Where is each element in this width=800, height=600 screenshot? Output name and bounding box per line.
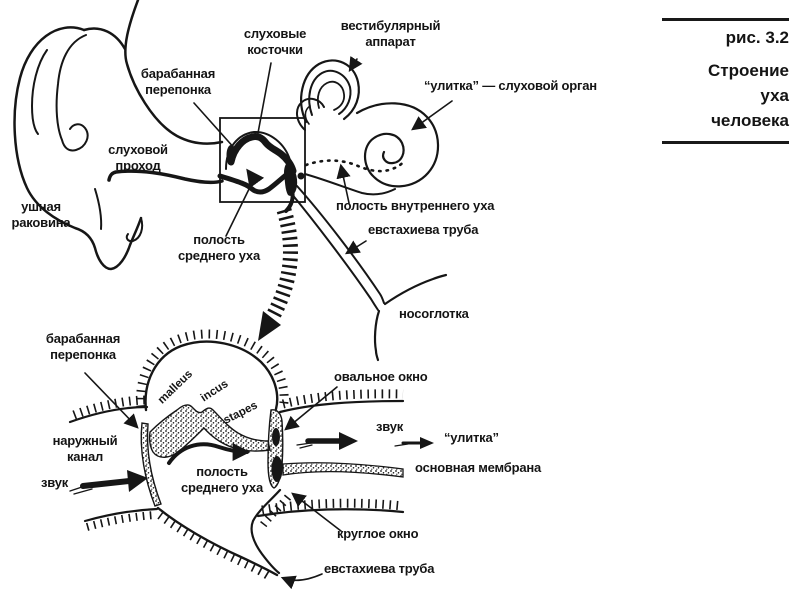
pointer-eardrum-detail	[84, 372, 139, 429]
middle-ear-zoom-box	[219, 117, 306, 203]
label-ossicles: слуховые косточки	[243, 26, 307, 57]
detail-diagram	[68, 329, 434, 590]
caption-rule-bottom	[662, 141, 789, 144]
pointer-oval-window	[284, 386, 338, 431]
pointer-ossicles	[257, 62, 272, 134]
eustachian-tube-upper	[296, 185, 385, 304]
pointer-cochlea	[411, 100, 453, 131]
label-ear-canal: слуховой проход	[108, 142, 168, 173]
sound-arrow-left-shaft	[80, 478, 132, 489]
label-eardrum: барабанная перепонка	[140, 66, 216, 97]
label-eardrum-detail: барабанная перепонка	[45, 331, 121, 362]
pointer-eustachian-detail	[280, 573, 323, 590]
label-outer-canal: наружный канал	[52, 433, 118, 464]
sound-arrow-mid-speedline-2	[299, 444, 313, 449]
vestibule-loop-inner	[304, 105, 311, 125]
ossicle-motion-arrow	[167, 442, 251, 465]
label-middle-ear-cavity: полость среднего уха	[178, 232, 260, 263]
inner-ear-floor-line	[304, 173, 396, 196]
attic-dome-hatch	[136, 329, 289, 409]
label-inner-ear-cavity: полость внутреннего уха	[336, 198, 495, 213]
pinna-outline	[13, 26, 143, 271]
sound-arrow-left-speedline-2	[73, 488, 93, 495]
label-cochlea: “улитка” — слуховой орган	[424, 78, 597, 93]
pointer-vestibular	[348, 56, 363, 73]
pinna-inner-fold-2	[30, 49, 48, 135]
semicircular-canal-inner	[316, 80, 346, 111]
middle-ear-floor-curve	[217, 168, 294, 195]
cavity-floor	[156, 506, 279, 577]
figure-title: Строение уха человека	[708, 61, 789, 130]
bone-ridge-upper-left	[68, 405, 149, 424]
oval-window-blob	[284, 162, 298, 196]
nasopharynx-upper-branch	[383, 273, 448, 306]
bone-ridge-lower-left-hatch	[85, 511, 157, 531]
pinna-top-fold	[82, 27, 127, 51]
label-round-window: круглое окно	[337, 526, 419, 541]
label-middle-ear-cavity-detail: полость среднего уха	[181, 464, 263, 495]
pointer-middle-cavity	[225, 184, 252, 237]
caption-rule-top	[662, 18, 789, 21]
oval-window-dark	[272, 428, 280, 446]
sound-arrow-cochlea-speedline	[394, 443, 409, 447]
figure-caption: рис. 3.2 Строение уха человека	[662, 18, 789, 144]
bone-ridge-upper-left-hatch	[72, 395, 148, 420]
sound-arrow-left-speedline-1	[69, 484, 89, 492]
label-pinna: ушная раковина	[11, 199, 71, 230]
label-cochlea-detail: “улитка”	[444, 430, 499, 445]
round-window-dark	[271, 456, 283, 482]
bone-upper-right	[278, 399, 405, 414]
label-vestibular-apparatus: вестибулярный аппарат	[340, 18, 441, 49]
label-oval-window: овальное окно	[334, 369, 428, 384]
eustachian-tube-lower	[290, 192, 379, 311]
junction-node	[297, 172, 305, 180]
zoom-arrow-band	[266, 207, 298, 320]
zoom-arrow-head	[258, 311, 281, 341]
figure-number: рис. 3.2	[725, 28, 789, 47]
pointer-round-window	[291, 492, 342, 532]
sound-arrow-cochlea-head	[420, 437, 434, 449]
label-sound-out: звук	[376, 419, 404, 434]
sound-arrow-mid-speedline-1	[296, 441, 319, 446]
ear-canal-floor	[107, 169, 224, 185]
sound-arrow-mid-head	[339, 432, 358, 450]
inner-ear-cavity-dotted	[304, 158, 407, 173]
label-sound-in: звук	[41, 475, 69, 490]
ossicle-mass-arch	[227, 133, 297, 175]
vestibule-loop	[296, 97, 325, 131]
label-eustachian-tube: евстахиева труба	[368, 222, 479, 237]
pointer-eustachian	[344, 240, 367, 255]
pinna-inner-fold-1	[55, 34, 89, 152]
tympanic-membrane-band	[140, 422, 162, 507]
bone-ridge-lower-left	[83, 507, 159, 523]
semicircular-canal-mid	[308, 69, 352, 116]
cavity-floor-hatch	[157, 511, 275, 582]
pointer-eardrum	[193, 102, 237, 151]
pointer-inner-cavity	[336, 163, 351, 204]
nasopharynx-lower-branch	[373, 309, 381, 362]
eardrum-blob	[226, 145, 236, 165]
label-eustachian-tube-detail: евстахиева труба	[324, 561, 435, 576]
basilar-membrane-band	[282, 462, 404, 478]
semicircular-canal-outer	[300, 59, 360, 124]
tragus-hook	[125, 217, 144, 243]
cavity-arrow	[246, 168, 265, 189]
overview-diagram	[13, 0, 453, 362]
head-outline	[124, 0, 224, 145]
pinna-lobe-line	[94, 188, 103, 230]
sound-arrow-left-head	[127, 470, 148, 492]
eustachian-funnel-wall	[250, 488, 282, 575]
attic-dome	[144, 340, 279, 412]
label-nasopharynx: носоглотка	[399, 306, 469, 321]
label-basilar-membrane: основная мембрана	[415, 460, 542, 475]
cochlea-spiral	[355, 102, 440, 188]
